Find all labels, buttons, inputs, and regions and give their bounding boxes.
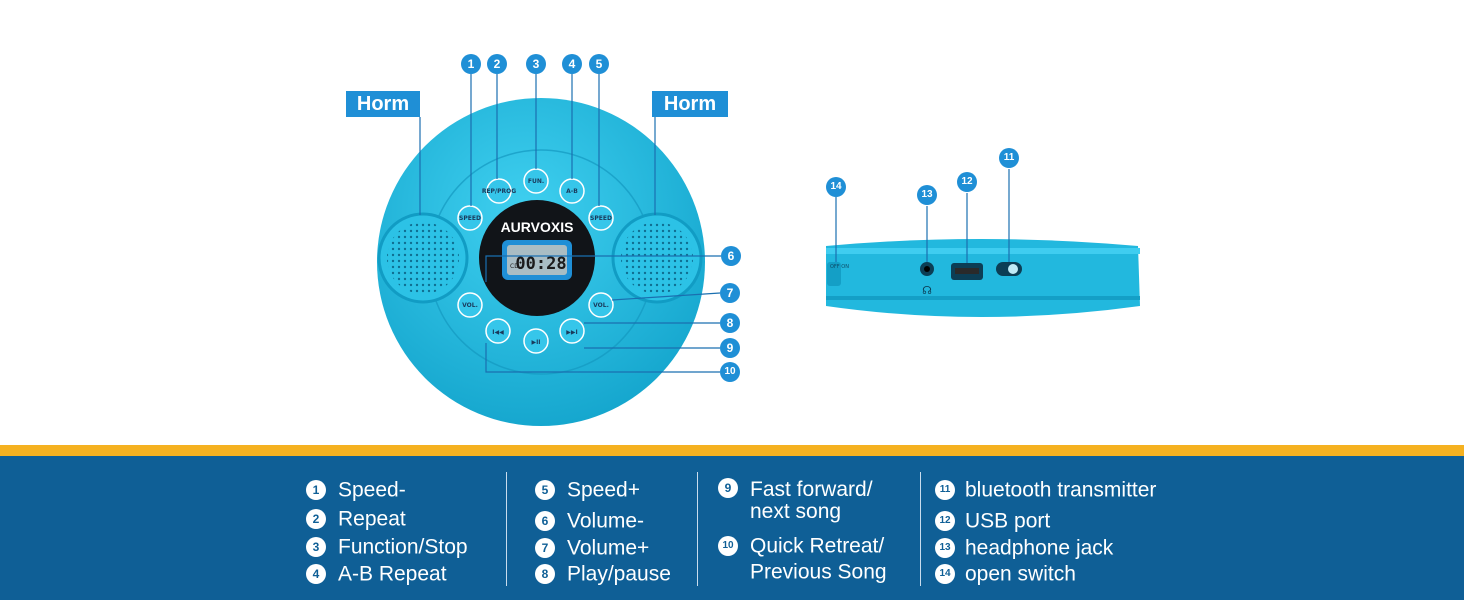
legend-number: 13 <box>935 538 955 559</box>
legend-number: 1 <box>306 480 326 501</box>
next-button[interactable]: ▶▶I <box>559 318 585 344</box>
callout-14: 14 <box>826 177 846 197</box>
callout-12: 12 <box>957 172 977 192</box>
callout-11: 11 <box>999 148 1019 168</box>
function-stop-button[interactable]: FUN. <box>523 168 549 194</box>
legend-divider <box>697 472 698 586</box>
open-switch[interactable] <box>827 262 841 286</box>
svg-text:SPEED: SPEED <box>590 215 612 222</box>
yellow-stripe <box>0 445 1464 456</box>
legend-item: 4 A-B Repeat <box>306 562 447 586</box>
legend-label: Quick Retreat/ <box>750 534 885 558</box>
callout-4: 4 <box>562 54 582 74</box>
svg-text:SPEED: SPEED <box>459 215 481 222</box>
legend-label: Volume+ <box>567 536 650 560</box>
leader-lines <box>419 74 721 373</box>
cd-player-side-illustration: OFF ON ☊ <box>826 239 1140 317</box>
legend-label: bluetooth transmitter <box>965 478 1157 502</box>
legend-label: USB port <box>965 509 1051 533</box>
legend-number: 5 <box>535 480 555 501</box>
legend-number: 10 <box>718 536 738 556</box>
legend-number: 9 <box>718 478 738 498</box>
lcd-screen <box>507 245 567 275</box>
brand-logo: AURVOXIS <box>501 219 574 235</box>
callout-8: 8 <box>720 313 740 333</box>
product-figure: AURVOXIS CD 00:28 SPEED REP/PROG FUN. A-… <box>346 54 1140 426</box>
legend-item: 13 headphone jack <box>935 536 1113 560</box>
legend-number: 14 <box>935 564 955 585</box>
callout-2: 2 <box>487 54 507 74</box>
svg-text:I◀◀: I◀◀ <box>492 329 504 336</box>
legend-label: Play/pause <box>567 562 671 586</box>
legend-label: open switch <box>965 562 1076 586</box>
legend-item: 12 USB port <box>935 509 1050 533</box>
svg-text:▶▶I: ▶▶I <box>566 329 577 336</box>
svg-text:FUN.: FUN. <box>528 178 544 185</box>
callout-1: 1 <box>461 54 481 74</box>
legend-number: 7 <box>535 538 555 559</box>
legend-label: Volume- <box>567 509 645 533</box>
open-switch-label: OFF ON <box>830 264 849 270</box>
callout-7: 7 <box>720 283 740 303</box>
speed-minus-button[interactable]: SPEED <box>457 205 483 231</box>
legend-label: Fast forward/ <box>750 477 873 501</box>
callout-3: 3 <box>526 54 546 74</box>
repeat-program-button[interactable]: REP/PROG <box>482 178 516 204</box>
callout-6: 6 <box>721 246 741 266</box>
callout-13: 13 <box>917 185 937 205</box>
legend-number: 11 <box>935 480 955 501</box>
svg-text:VOL.: VOL. <box>593 302 609 309</box>
callout-5: 5 <box>589 54 609 74</box>
legend-item: 11 bluetooth transmitter <box>935 478 1156 502</box>
horn-label-right: Horm <box>652 91 728 117</box>
callout-9: 9 <box>720 338 740 358</box>
svg-text:REP/PROG: REP/PROG <box>482 188 516 195</box>
legend-item: 9 Fast forward/next song <box>718 478 873 522</box>
legend-number: 8 <box>535 564 555 585</box>
legend-number: 2 <box>306 509 326 530</box>
legend-number: 6 <box>535 511 555 532</box>
cd-player-front-illustration: AURVOXIS CD 00:28 SPEED REP/PROG FUN. A-… <box>377 74 1140 426</box>
callout-10: 10 <box>720 362 740 382</box>
volume-plus-button[interactable]: VOL. <box>588 292 614 318</box>
legend-item: 5 Speed+ <box>535 478 640 502</box>
svg-text:A-B: A-B <box>566 188 578 195</box>
legend-number: 4 <box>306 564 326 585</box>
legend-label-continued: Previous Song <box>750 560 887 584</box>
legend-item: 3 Function/Stop <box>306 535 468 559</box>
legend-label: Repeat <box>338 507 406 531</box>
legend-label: Function/Stop <box>338 535 468 559</box>
lcd-cd-indicator: CD <box>510 263 519 270</box>
legend-item: 1 Speed- <box>306 478 406 502</box>
previous-button[interactable]: I◀◀ <box>485 318 511 344</box>
legend-item: 2 Repeat <box>306 507 406 531</box>
svg-text:VOL.: VOL. <box>462 302 478 309</box>
legend-divider <box>920 472 921 586</box>
side-leader-lines <box>835 169 1010 263</box>
svg-text:▶II: ▶II <box>531 339 540 346</box>
legend-item: 8 Play/pause <box>535 562 671 586</box>
volume-minus-button[interactable]: VOL. <box>457 292 483 318</box>
ab-repeat-button[interactable]: A-B <box>559 178 585 204</box>
legend-item: 6 Volume- <box>535 509 644 533</box>
horn-label-left: Horm <box>346 91 420 117</box>
legend-label: headphone jack <box>965 536 1114 560</box>
legend-panel: 1 Speed- 2 Repeat 3 Function/Stop 4 A-B Repe… <box>0 456 1464 600</box>
legend-item: 10 Quick Retreat/Previous Song <box>718 534 887 586</box>
legend-number: 3 <box>306 537 326 558</box>
play-pause-button[interactable]: ▶II <box>523 328 549 354</box>
legend-divider <box>506 472 507 586</box>
lcd-time: 00:28 <box>515 254 566 274</box>
legend-label-continued: next song <box>750 499 842 523</box>
legend-item: 14 open switch <box>935 562 1076 586</box>
legend-number: 12 <box>935 511 955 532</box>
legend-item: 7 Volume+ <box>535 536 649 560</box>
legend-label: Speed+ <box>567 478 640 502</box>
headphones-icon: ☊ <box>922 284 932 297</box>
legend-label: A-B Repeat <box>338 562 447 586</box>
speed-plus-button[interactable]: SPEED <box>588 205 614 231</box>
legend-label: Speed- <box>338 478 406 502</box>
